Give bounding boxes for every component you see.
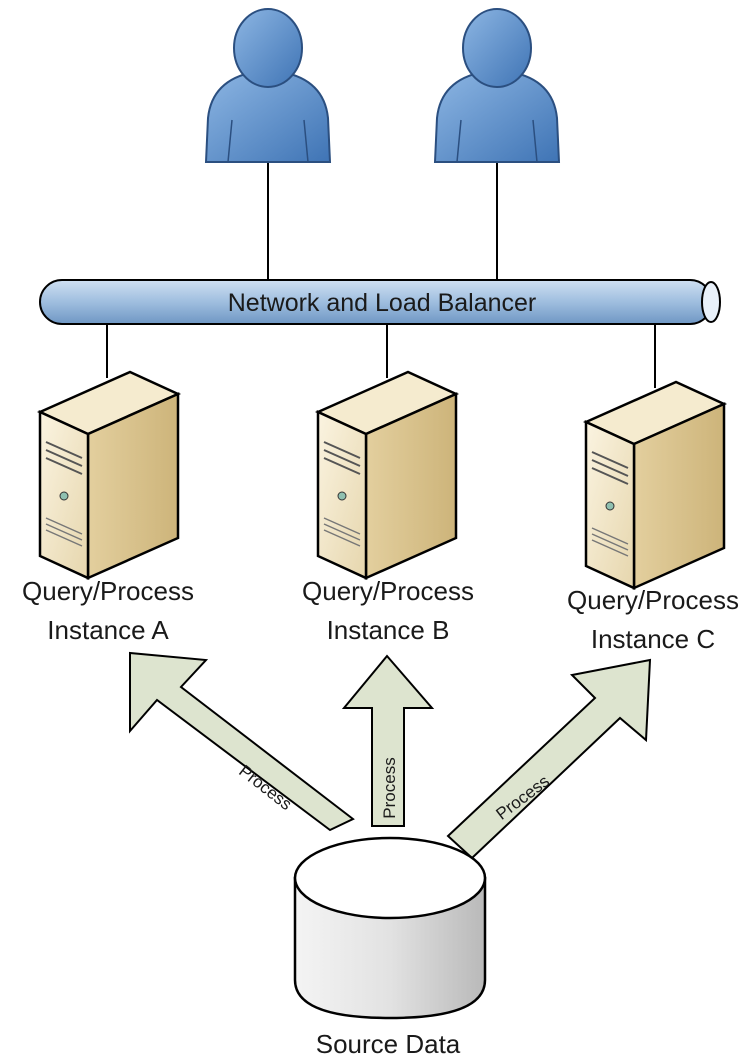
server-icon (36, 370, 182, 580)
server-icon (582, 380, 728, 590)
process-arrow-c: Process (446, 658, 652, 860)
user-icon (204, 8, 332, 163)
server-b-label-line2: Instance B (327, 615, 450, 645)
server-a-label-line2: Instance A (47, 615, 169, 645)
load-balancer-pipe: Network and Load Balancer (39, 279, 721, 325)
server-icon (314, 370, 460, 580)
process-arrow-a: Process (129, 651, 355, 832)
server-c-label-line2: Instance C (591, 624, 715, 654)
user-icon (433, 8, 561, 163)
process-arrow-b-label: Process (380, 757, 399, 818)
server-b-label-line1: Query/Process (302, 576, 474, 606)
load-balancer-label: Network and Load Balancer (228, 289, 537, 317)
source-data-label: Source Data (316, 1029, 461, 1057)
connector-lines (106, 160, 656, 388)
server-c-label-line1: Query/Process (567, 585, 739, 615)
process-arrow-b: Process (341, 654, 435, 827)
database-icon (293, 836, 487, 1020)
server-a-label-line1: Query/Process (22, 576, 194, 606)
